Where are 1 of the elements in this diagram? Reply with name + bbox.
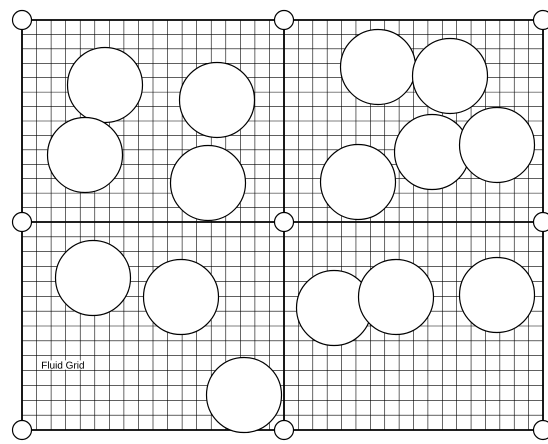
grid-label: Fluid Grid — [40, 360, 86, 370]
